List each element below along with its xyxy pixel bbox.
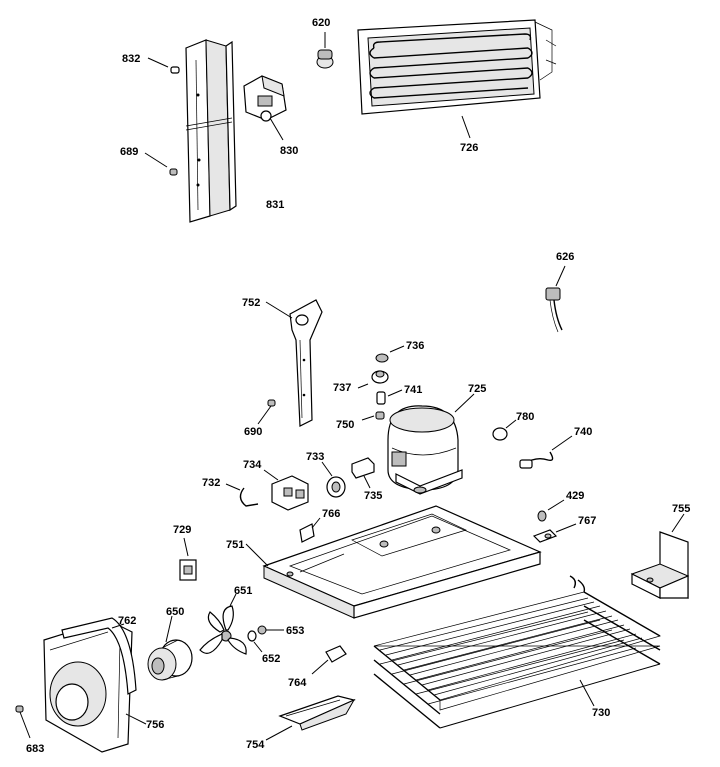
part-832-screw	[147, 57, 180, 74]
part-730-evaporator	[373, 575, 661, 729]
label-750: 750	[336, 419, 354, 431]
label-831: 831	[266, 199, 284, 211]
part-737-grommet	[357, 370, 389, 389]
part-754-trough	[265, 695, 356, 741]
label-741: 741	[404, 384, 422, 396]
label-653: 653	[286, 625, 304, 637]
part-766-bracket	[299, 517, 321, 543]
part-734-overload	[263, 469, 309, 511]
part-732-clip	[225, 483, 259, 507]
label-626: 626	[556, 251, 574, 263]
label-690: 690	[244, 426, 262, 438]
part-752-strap	[265, 299, 323, 427]
label-620: 620	[312, 17, 330, 29]
part-620-connector	[316, 32, 334, 69]
part-762-gasket	[61, 617, 137, 695]
label-726: 726	[460, 142, 478, 154]
label-734: 734	[243, 459, 262, 471]
label-762: 762	[118, 615, 136, 627]
label-767: 767	[578, 515, 596, 527]
label-764: 764	[288, 677, 307, 689]
label-650: 650	[166, 606, 184, 618]
part-750-bolt	[361, 411, 385, 421]
label-683: 683	[26, 743, 44, 755]
part-755-bracket	[630, 513, 690, 599]
label-735: 735	[364, 490, 382, 502]
label-737: 737	[333, 382, 351, 394]
label-689: 689	[120, 146, 138, 158]
part-831-channel	[185, 39, 237, 223]
label-751: 751	[226, 539, 244, 551]
part-735-bracket	[351, 457, 375, 489]
part-726-condenser	[357, 19, 557, 139]
part-651-fan-blade	[199, 593, 247, 655]
label-740: 740	[574, 426, 592, 438]
label-725: 725	[468, 383, 486, 395]
label-832: 832	[122, 53, 140, 65]
part-741-sleeve	[376, 389, 403, 405]
label-830: 830	[280, 145, 298, 157]
label-766: 766	[322, 508, 340, 520]
label-736: 736	[406, 340, 424, 352]
label-752: 752	[242, 297, 260, 309]
label-732: 732	[202, 477, 220, 489]
label-729: 729	[173, 524, 191, 536]
part-780-plug	[492, 419, 517, 441]
part-650-motor	[147, 615, 193, 681]
part-740-tube	[519, 435, 573, 469]
part-429-screw	[537, 499, 565, 522]
part-733-grommet	[321, 461, 346, 498]
part-725-compressor	[387, 393, 475, 495]
label-730: 730	[592, 707, 610, 719]
part-830-relay	[243, 75, 287, 141]
part-683-screw	[15, 705, 31, 739]
part-690-screw	[257, 399, 276, 425]
label-733: 733	[306, 451, 324, 463]
label-652: 652	[262, 653, 280, 665]
part-756-shroud	[43, 619, 147, 753]
label-429: 429	[566, 490, 584, 502]
part-689-screw	[144, 152, 178, 176]
label-755: 755	[672, 503, 690, 515]
part-729-capacitor	[179, 537, 197, 581]
part-751-base-pan	[245, 505, 542, 619]
part-626-wire	[545, 265, 566, 333]
label-780: 780	[516, 411, 534, 423]
label-756: 756	[146, 719, 164, 731]
part-736-clip	[375, 345, 405, 363]
label-754: 754	[246, 739, 265, 751]
part-652-washer	[247, 630, 263, 653]
part-767-bracket	[532, 523, 577, 543]
part-764-bracket	[311, 645, 347, 675]
part-653-nut	[257, 625, 284, 635]
label-651: 651	[234, 585, 252, 597]
